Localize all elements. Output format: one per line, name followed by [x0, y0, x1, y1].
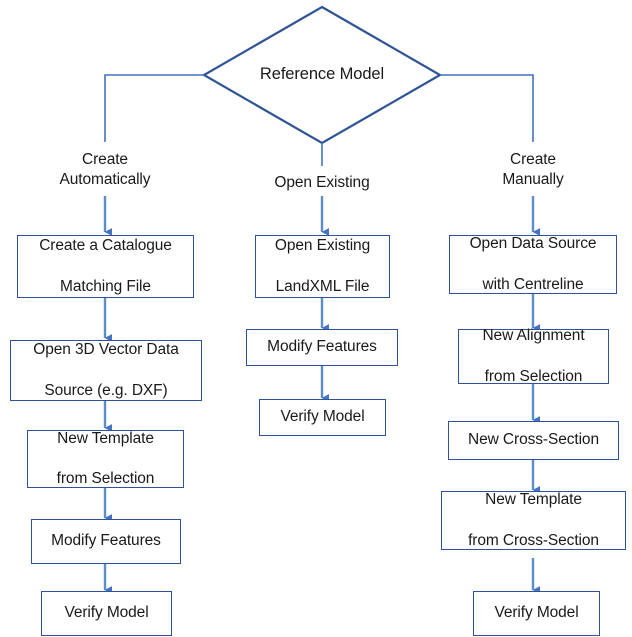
node-right-step-2-line2: from Selection — [484, 367, 583, 385]
branch-label-center-line1: Open Existing — [274, 174, 370, 191]
node-right-step-1[interactable]: Open Data Source with Centreline — [449, 235, 617, 294]
node-right-step-1-line1: Open Data Source — [469, 235, 597, 253]
node-center-step-2[interactable]: Modify Features — [246, 329, 398, 366]
node-left-step-1-line1: Create a Catalogue — [39, 237, 172, 255]
branch-label-right-line1: Create — [510, 151, 556, 168]
node-right-step-4[interactable]: New Template from Cross-Section — [441, 491, 626, 550]
node-center-step-1-line2: LandXML File — [275, 277, 370, 295]
node-right-step-3-line1: New Cross-Section — [468, 431, 599, 449]
node-left-step-2[interactable]: Open 3D Vector Data Source (e.g. DXF) — [10, 340, 202, 401]
node-center-step-2-line1: Modify Features — [267, 338, 377, 356]
node-left-step-4[interactable]: Modify Features — [31, 519, 181, 564]
node-right-step-5-line1: Verify Model — [494, 604, 579, 622]
node-center-step-3-line1: Verify Model — [280, 408, 365, 426]
node-right-step-4-line2: from Cross-Section — [468, 531, 599, 549]
node-left-step-3[interactable]: New Template from Selection — [27, 430, 184, 488]
node-left-step-2-line2: Source (e.g. DXF) — [44, 381, 168, 399]
node-right-step-3[interactable]: New Cross-Section — [448, 421, 619, 460]
branch-label-right-line2: Manually — [502, 171, 564, 189]
node-left-step-4-line1: Modify Features — [51, 532, 161, 550]
node-right-step-2-line1: New Alignment — [482, 327, 585, 345]
node-right-step-5[interactable]: Verify Model — [473, 591, 600, 636]
node-left-step-1-line2: Matching File — [60, 277, 151, 295]
node-left-step-5-line1: Verify Model — [64, 604, 149, 622]
decision-node-label: Reference Model — [259, 65, 385, 83]
node-left-step-3-line1: New Template — [57, 429, 154, 447]
node-left-step-1[interactable]: Create a Catalogue Matching File — [17, 235, 194, 298]
branch-label-right: Create Manually — [453, 150, 613, 191]
node-left-step-3-line2: from Selection — [56, 470, 155, 488]
node-center-step-1[interactable]: Open Existing LandXML File — [255, 235, 390, 298]
branch-label-left: Create Automatically — [25, 150, 185, 191]
node-right-step-2[interactable]: New Alignment from Selection — [458, 327, 609, 385]
branch-label-left-line2: Automatically — [59, 171, 151, 189]
node-left-step-2-line1: Open 3D Vector Data — [33, 341, 179, 359]
branch-label-left-line1: Create — [82, 151, 128, 168]
connector-root-to-left — [104, 74, 204, 142]
node-right-step-4-line1: New Template — [485, 491, 582, 509]
node-right-step-1-line2: with Centreline — [482, 275, 584, 293]
connector-root-to-right — [440, 74, 534, 142]
branch-label-center: Open Existing — [242, 173, 402, 193]
node-center-step-3[interactable]: Verify Model — [259, 399, 386, 436]
node-center-step-1-line1: Open Existing — [274, 237, 371, 255]
node-left-step-5[interactable]: Verify Model — [41, 591, 172, 636]
